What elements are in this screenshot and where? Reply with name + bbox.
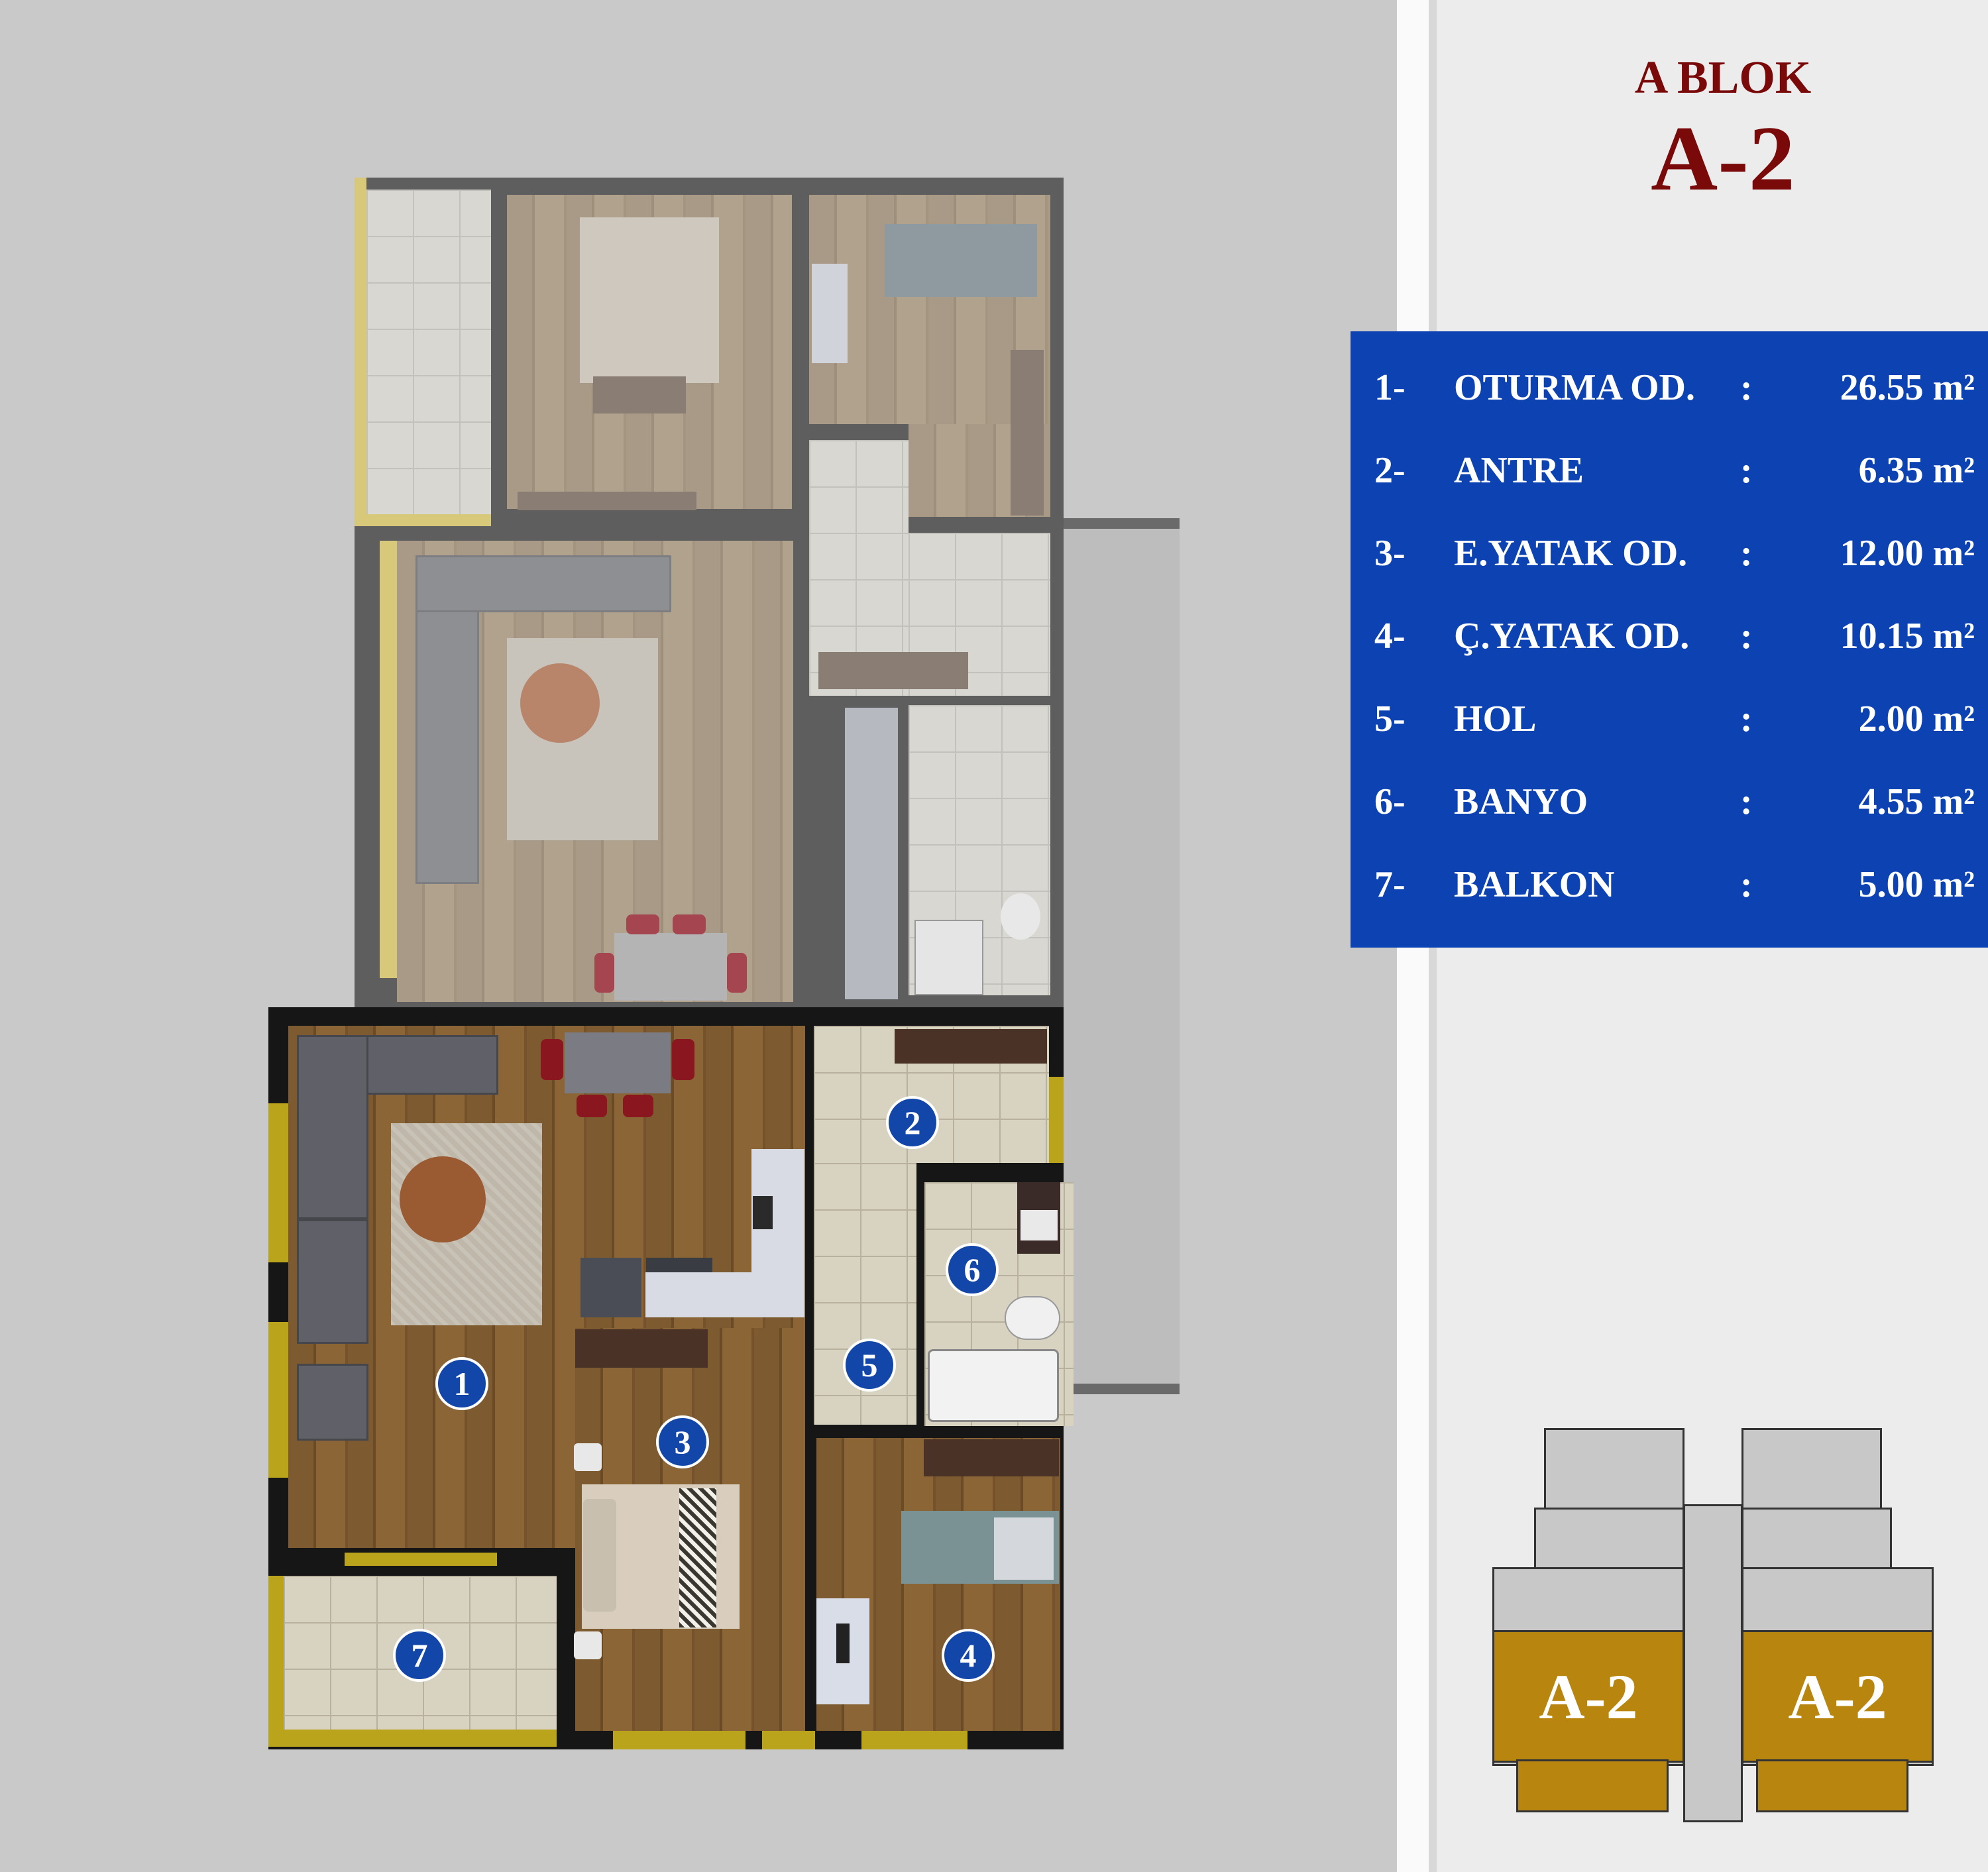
dining-table-icon — [565, 1032, 671, 1093]
key-unit-right-label: A-2 — [1788, 1661, 1887, 1732]
room-marker-1: 1 — [435, 1357, 488, 1410]
room-marker-5: 5 — [843, 1339, 896, 1392]
room-name: OTURMA OD. — [1454, 367, 1695, 408]
room-name: BANYO — [1454, 781, 1588, 822]
room-marker-3: 3 — [656, 1415, 709, 1468]
legend-row: 1- OTURMA OD. : 26.55 m² — [1351, 358, 1988, 417]
legend-row: 6- BANYO : 4.55 m² — [1351, 772, 1988, 832]
legend-row: 5- HOL : 2.00 m² — [1351, 689, 1988, 749]
room-name: Ç.YATAK OD. — [1454, 616, 1690, 657]
room-marker-4: 4 — [942, 1629, 995, 1682]
room-marker-2: 2 — [886, 1096, 939, 1149]
legend-row: 3- E.YATAK OD. : 12.00 m² — [1351, 523, 1988, 583]
upper-unit — [355, 178, 1064, 1013]
key-unit-right — [1741, 1630, 1934, 1763]
room-name: HOL — [1454, 698, 1537, 740]
room-area: 2.00 m² — [1858, 698, 1975, 740]
toilet-icon — [1005, 1296, 1060, 1340]
room-area-legend: 1- OTURMA OD. : 26.55 m² 2- ANTRE : 6.35… — [1351, 331, 1988, 948]
room-area: 10.15 m² — [1840, 616, 1975, 657]
block-title: A BLOK — [1634, 52, 1812, 103]
bathtub-icon — [928, 1349, 1059, 1422]
room-area: 5.00 m² — [1858, 864, 1975, 905]
room-name: E.YATAK OD. — [1454, 533, 1688, 574]
room-name: BALKON — [1454, 864, 1615, 905]
upper-balcony — [366, 190, 491, 526]
unit-title: A-2 — [1651, 107, 1795, 210]
room-area: 6.35 m² — [1858, 450, 1975, 491]
room-area: 26.55 m² — [1840, 367, 1975, 408]
legend-row: 7- BALKON : 5.00 m² — [1351, 855, 1988, 914]
room-marker-7: 7 — [393, 1629, 446, 1682]
key-plan: A-2 A-2 — [1484, 1425, 1942, 1822]
room-area: 4.55 m² — [1858, 781, 1975, 822]
room-name: ANTRE — [1454, 450, 1584, 491]
floor-plan: 1 2 3 4 5 6 7 — [268, 178, 1180, 1749]
room-marker-6: 6 — [946, 1243, 999, 1296]
legend-row: 2- ANTRE : 6.35 m² — [1351, 441, 1988, 500]
legend-row: 4- Ç.YATAK OD. : 10.15 m² — [1351, 606, 1988, 666]
room-area: 12.00 m² — [1840, 533, 1975, 574]
key-unit-left-label: A-2 — [1539, 1661, 1638, 1732]
coffee-table-icon — [400, 1156, 486, 1242]
corridor-strip — [1064, 518, 1180, 1394]
